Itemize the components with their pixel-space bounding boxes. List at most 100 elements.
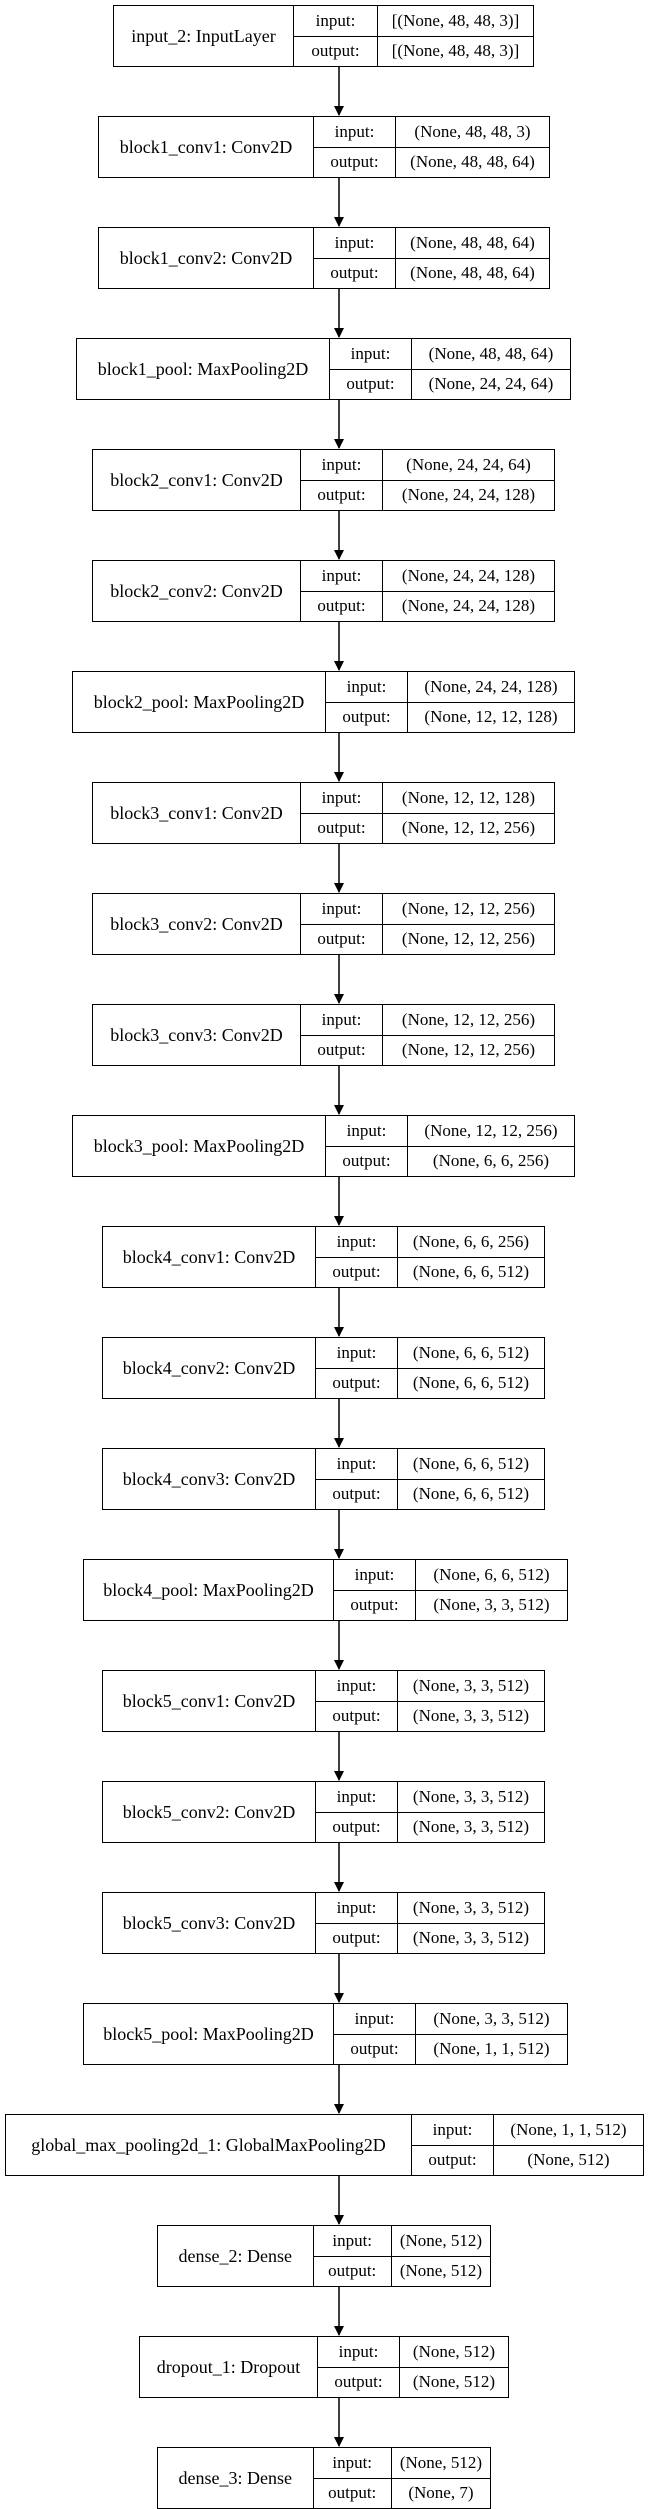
input-shape: (None, 48, 48, 3) bbox=[414, 121, 531, 141]
output-shape: (None, 6, 6, 256) bbox=[408, 1145, 574, 1177]
io-value-column: (None, 512) (None, 512) bbox=[400, 2337, 508, 2397]
input-label: input: bbox=[336, 1342, 377, 1362]
io-value-column: (None, 6, 6, 256)(None, 6, 6, 512) bbox=[398, 1227, 544, 1287]
layer-name: dense_3: Dense bbox=[158, 2448, 314, 2508]
layer-name: block3_pool: MaxPooling2D bbox=[73, 1116, 326, 1176]
io-label-column: input:output: bbox=[301, 1005, 383, 1065]
output-shape: (None, 6, 6, 512) bbox=[398, 1256, 544, 1288]
output-label: output: bbox=[301, 479, 382, 511]
io-label-column: input: output: bbox=[301, 450, 383, 510]
io-value-column: (None, 48, 48, 3) (None, 48, 48, 64) bbox=[396, 117, 549, 177]
io-value-column: (None, 512)(None, 512) bbox=[391, 2226, 490, 2286]
io-value-column: (None, 6, 6, 512)(None, 6, 6, 512) bbox=[398, 1449, 544, 1509]
input-shape: (None, 6, 6, 512) bbox=[412, 1342, 530, 1362]
io-label-column: input:output: bbox=[316, 1671, 398, 1731]
io-value-column: (None, 12, 12, 256)(None, 12, 12, 256) bbox=[383, 1005, 554, 1065]
input-shape: (None, 3, 3, 512) bbox=[412, 1897, 530, 1917]
output-shape: (None, 512) bbox=[400, 2366, 508, 2398]
io-label-column: input: output: bbox=[326, 1116, 408, 1176]
io-value-column: (None, 3, 3, 512) (None, 1, 1, 512) bbox=[416, 2004, 567, 2064]
io-value-column: (None, 6, 6, 512)(None, 6, 6, 512) bbox=[398, 1338, 544, 1398]
output-label: output: bbox=[301, 812, 382, 844]
io-value-column: [(None, 48, 48, 3)][(None, 48, 48, 3)] bbox=[378, 6, 533, 66]
output-label: output: bbox=[318, 2366, 399, 2398]
input-shape: (None, 6, 6, 512) bbox=[412, 1453, 530, 1473]
input-shape: [(None, 48, 48, 3)] bbox=[391, 10, 520, 30]
input-label: input: bbox=[346, 676, 387, 696]
input-label: input: bbox=[336, 1786, 377, 1806]
layer-name: block5_conv3: Conv2D bbox=[103, 1893, 316, 1953]
io-value-column: (None, 3, 3, 512)(None, 3, 3, 512) bbox=[398, 1671, 544, 1731]
layer-name: global_max_pooling2d_1: GlobalMaxPooling… bbox=[6, 2115, 412, 2175]
input-shape: (None, 48, 48, 64) bbox=[410, 232, 535, 252]
output-label: output: bbox=[326, 1145, 407, 1177]
output-shape: (None, 3, 3, 512) bbox=[398, 1811, 544, 1843]
layer-node: global_max_pooling2d_1: GlobalMaxPooling… bbox=[5, 2114, 644, 2176]
input-label: input: bbox=[432, 2119, 473, 2139]
output-label: output: bbox=[316, 1922, 397, 1954]
output-shape: (None, 48, 48, 64) bbox=[396, 146, 549, 178]
layer-name: block3_conv2: Conv2D bbox=[93, 894, 301, 954]
io-value-column: (None, 24, 24, 128)(None, 12, 12, 128) bbox=[408, 672, 574, 732]
output-label: output: bbox=[334, 1589, 415, 1621]
output-label: output: bbox=[412, 2144, 493, 2176]
io-value-column: (None, 12, 12, 256)(None, 12, 12, 256) bbox=[383, 894, 554, 954]
input-label: input: bbox=[336, 1231, 377, 1251]
io-value-column: (None, 12, 12, 128)(None, 12, 12, 256) bbox=[383, 783, 554, 843]
output-shape: (None, 1, 1, 512) bbox=[416, 2033, 567, 2065]
input-label: input: bbox=[321, 454, 362, 474]
input-label: input: bbox=[334, 232, 375, 252]
output-label: output: bbox=[313, 2255, 391, 2287]
input-label: input: bbox=[321, 898, 362, 918]
output-shape: (None, 48, 48, 64) bbox=[396, 257, 549, 289]
io-label-column: input:output: bbox=[313, 2226, 392, 2287]
io-value-column: (None, 1, 1, 512) (None, 512) bbox=[494, 2115, 643, 2175]
io-value-column: (None, 6, 6, 512)(None, 3, 3, 512) bbox=[416, 1560, 567, 1620]
input-shape: (None, 3, 3, 512) bbox=[433, 2008, 550, 2028]
output-label: output: bbox=[294, 35, 377, 67]
output-label: output: bbox=[301, 590, 382, 622]
io-label-column: input:output: bbox=[294, 6, 378, 66]
input-label: input: bbox=[336, 1675, 377, 1695]
input-shape: (None, 512) bbox=[412, 2341, 496, 2361]
input-shape: (None, 24, 24, 128) bbox=[424, 676, 558, 696]
input-label: input: bbox=[334, 121, 375, 141]
layer-name: block5_pool: MaxPooling2D bbox=[84, 2004, 334, 2064]
output-shape: (None, 7) bbox=[391, 2477, 490, 2509]
io-label-column: input:output: bbox=[301, 894, 383, 954]
output-shape: (None, 24, 24, 64) bbox=[412, 368, 570, 400]
output-label: output: bbox=[301, 1034, 382, 1066]
io-label-column: input:output: bbox=[301, 783, 383, 843]
layer-name: block2_conv1: Conv2D bbox=[93, 450, 301, 510]
io-value-column: (None, 24, 24, 128)(None, 24, 24, 128) bbox=[383, 561, 554, 621]
io-value-column: (None, 12, 12, 256)(None, 6, 6, 256) bbox=[408, 1116, 574, 1176]
layer-name: dense_2: Dense bbox=[158, 2226, 314, 2286]
input-label: input: bbox=[354, 1564, 395, 1584]
input-label: input: bbox=[350, 343, 391, 363]
io-label-column: input:output: bbox=[326, 672, 408, 732]
input-label: input: bbox=[346, 1120, 387, 1140]
output-shape: (None, 12, 12, 256) bbox=[383, 1034, 554, 1066]
input-shape: (None, 1, 1, 512) bbox=[510, 2119, 627, 2139]
output-shape: (None, 3, 3, 512) bbox=[416, 1589, 567, 1621]
layer-name: block3_conv1: Conv2D bbox=[93, 783, 301, 843]
io-value-column: (None, 3, 3, 512)(None, 3, 3, 512) bbox=[398, 1782, 544, 1842]
io-value-column: (None, 48, 48, 64)(None, 24, 24, 64) bbox=[412, 339, 570, 399]
output-shape: (None, 512) bbox=[494, 2144, 643, 2176]
io-label-column: input:output: bbox=[316, 1227, 398, 1287]
layer-name: block3_conv3: Conv2D bbox=[93, 1005, 301, 1065]
input-shape: (None, 24, 24, 64) bbox=[406, 454, 531, 474]
io-value-column: (None, 24, 24, 64)(None, 24, 24, 128) bbox=[383, 450, 554, 510]
layer-name: input_2: InputLayer bbox=[114, 6, 294, 66]
